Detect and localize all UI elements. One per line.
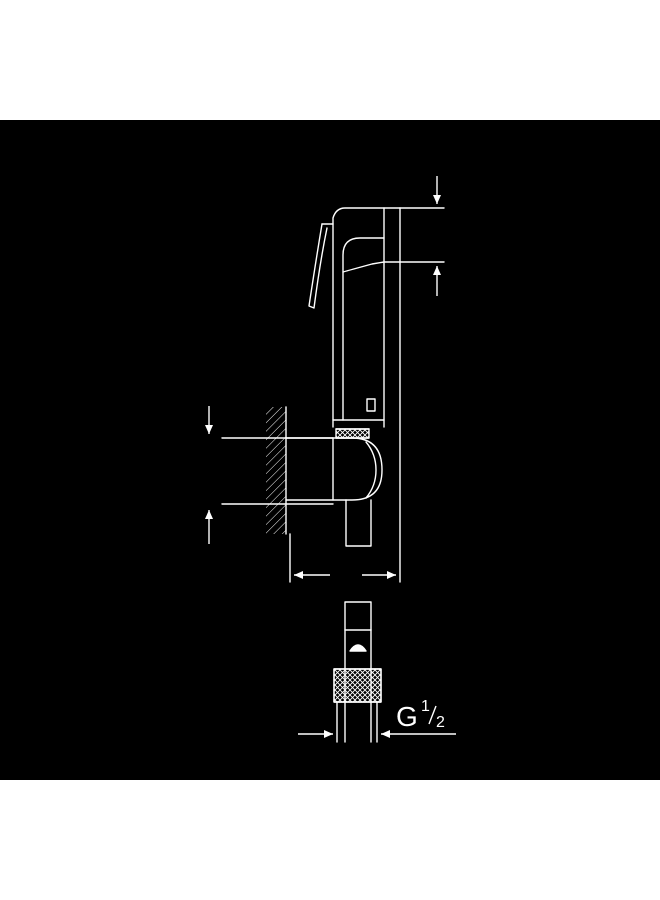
thread-fraction-slash (428, 705, 437, 725)
hose-upper (345, 499, 372, 547)
spray-nozzle (335, 428, 370, 439)
wall-section (266, 406, 287, 535)
hose-connector (344, 601, 372, 743)
thread-size-label: G 1 2 (396, 698, 445, 732)
hand-spray-head (308, 207, 385, 428)
drawing-panel: G 1 2 (0, 120, 660, 780)
thread-letter: G (396, 701, 418, 732)
thread-denominator: 2 (436, 714, 445, 731)
knurled-nut (333, 668, 382, 703)
wall-holder (285, 437, 383, 501)
bidet-sprayer-technical-drawing: G 1 2 (205, 176, 456, 743)
thread-numerator: 1 (421, 698, 430, 715)
